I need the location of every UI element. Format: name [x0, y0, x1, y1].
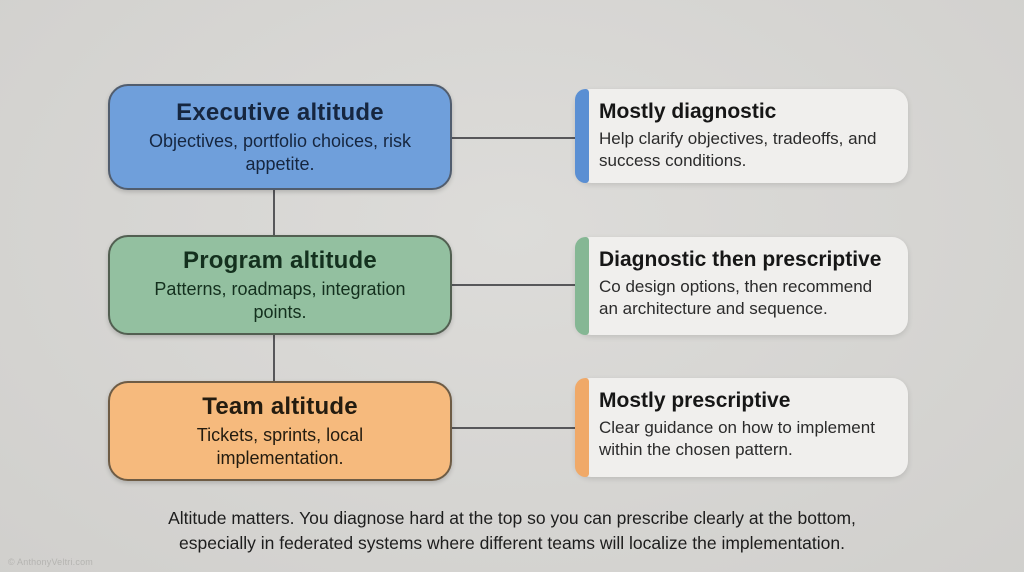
caption-line-1: Altitude matters. You diagnose hard at t…: [168, 508, 856, 528]
mode-card-title: Diagnostic then prescriptive: [599, 248, 882, 271]
mode-card-body: Help clarify objectives, tradeoffs, and …: [599, 129, 877, 171]
accent-stripe: [575, 237, 589, 335]
caption-line-2: especially in federated systems where di…: [179, 533, 845, 553]
connector-team-to-card: [452, 427, 575, 429]
connector-executive-to-card: [452, 137, 575, 139]
altitude-box-subtitle: Objectives, portfolio choices, risk appe…: [148, 131, 412, 174]
accent-stripe: [575, 89, 589, 183]
altitude-box-title: Executive altitude: [176, 99, 384, 126]
mode-card-title: Mostly prescriptive: [599, 389, 791, 412]
watermark: © AnthonyVeltri.com: [8, 557, 93, 567]
altitude-box-subtitle: Patterns, roadmaps, integration points.: [154, 279, 406, 322]
connector-program-to-team: [273, 334, 275, 382]
altitude-box-subtitle: Tickets, sprints, local implementation.: [196, 425, 364, 468]
altitude-box-title: Program altitude: [183, 247, 377, 274]
altitude-box-program: Program altitude Patterns, roadmaps, int…: [108, 235, 452, 335]
mode-card-body: Clear guidance on how to implement withi…: [599, 418, 875, 460]
mode-card-program: Diagnostic then prescriptive Co design o…: [575, 237, 908, 335]
altitude-box-team: Team altitude Tickets, sprints, local im…: [108, 381, 452, 481]
connector-program-to-card: [452, 284, 575, 286]
accent-stripe: [575, 378, 589, 477]
caption: Altitude matters. You diagnose hard at t…: [0, 506, 1024, 556]
mode-card-team: Mostly prescriptive Clear guidance on ho…: [575, 378, 908, 477]
mode-card-title: Mostly diagnostic: [599, 100, 777, 123]
mode-card-executive: Mostly diagnostic Help clarify objective…: [575, 89, 908, 183]
altitude-box-title: Team altitude: [202, 393, 358, 420]
altitude-box-executive: Executive altitude Objectives, portfolio…: [108, 84, 452, 190]
connector-executive-to-program: [273, 189, 275, 236]
mode-card-body: Co design options, then recommend an arc…: [599, 277, 873, 319]
